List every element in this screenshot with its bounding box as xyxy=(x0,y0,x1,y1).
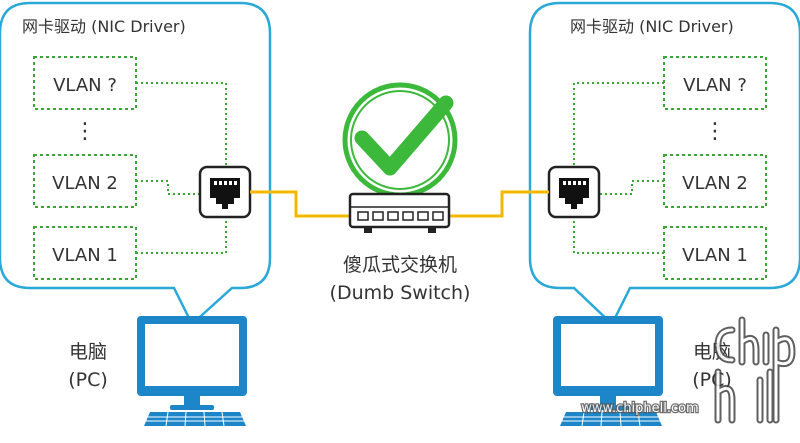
left-pc-label-cn: 电脑 xyxy=(69,341,107,363)
right-vlan-label-1: VLAN 1 xyxy=(682,245,748,266)
left-pc-label-en: (PC) xyxy=(68,369,108,391)
left-vlan-label-top: VLAN ? xyxy=(53,75,117,96)
right-cable xyxy=(449,190,549,218)
chiphell-logo-icon xyxy=(714,316,796,424)
left-ethernet-port-icon xyxy=(198,165,252,219)
right-ethernet-port-icon xyxy=(547,165,601,219)
switch-icon xyxy=(348,192,451,233)
left-monitor-icon xyxy=(137,316,247,410)
checkmark-icon xyxy=(342,82,458,198)
right-pc-label-en: (PC) xyxy=(692,369,732,391)
right-panel-title: 网卡驱动 (NIC Driver) xyxy=(570,17,734,36)
right-vlan-connectors xyxy=(573,82,664,254)
left-vlan-ellipsis: ⋮ xyxy=(74,119,96,144)
right-vlan-ellipsis: ⋮ xyxy=(704,119,726,144)
ethernet-cables xyxy=(250,190,549,218)
dumb-switch-device: 傻瓜式交换机 (Dumb Switch) xyxy=(330,82,471,304)
left-panel-title: 网卡驱动 (NIC Driver) xyxy=(22,17,186,36)
switch-label-en: (Dumb Switch) xyxy=(330,282,471,304)
right-pc: 电脑 (PC) xyxy=(553,316,732,427)
left-vlan-label-1: VLAN 1 xyxy=(52,245,118,266)
right-vlan-label-top: VLAN ? xyxy=(683,75,747,96)
right-driver-panel: 网卡驱动 (NIC Driver) VLAN ? ⋮ VLAN 2 VLAN 1 xyxy=(528,1,800,327)
left-cable xyxy=(250,190,350,218)
left-driver-panel: 网卡驱动 (NIC Driver) VLAN ? ⋮ VLAN 2 VLAN 1 xyxy=(0,1,272,327)
chiphell-watermark: www.chiphell.com xyxy=(580,316,796,424)
right-vlan-label-2: VLAN 2 xyxy=(682,173,748,194)
watermark-url: www.chiphell.com xyxy=(581,401,698,416)
right-monitor-icon xyxy=(553,316,663,410)
left-pc: 电脑 (PC) xyxy=(68,316,247,427)
left-keyboard-icon xyxy=(144,411,246,427)
left-vlan-label-2: VLAN 2 xyxy=(52,173,118,194)
right-keyboard-icon xyxy=(560,411,662,427)
switch-label-cn: 傻瓜式交换机 xyxy=(343,254,457,276)
left-vlan-connectors xyxy=(136,82,227,254)
